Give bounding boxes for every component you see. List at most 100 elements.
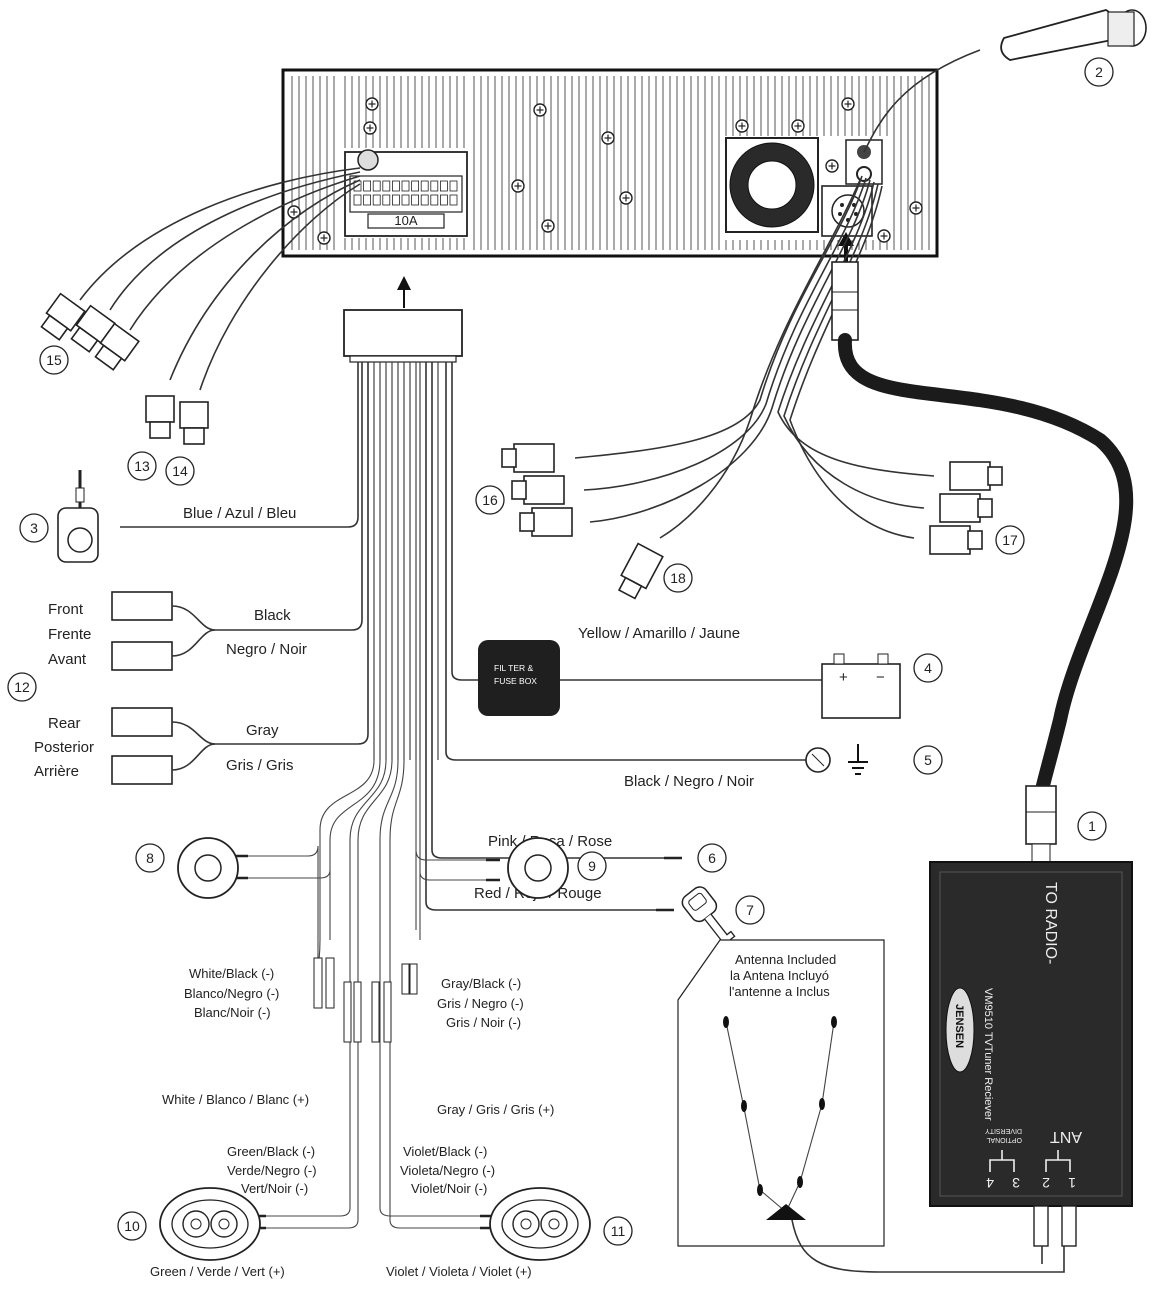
battery-icon: + − bbox=[821, 653, 901, 719]
violet-neg-line3: Violet/Noir (-) bbox=[411, 1181, 487, 1196]
port-2-label: 2 bbox=[1042, 1175, 1050, 1191]
callout-number-label: 16 bbox=[482, 492, 498, 508]
gris-rear-label: Gris / Gris bbox=[226, 757, 294, 774]
speaker-rear-right bbox=[489, 1187, 591, 1261]
screw-icon bbox=[735, 119, 749, 133]
ant-label: ANT bbox=[1050, 1128, 1082, 1145]
callout-4: 4 bbox=[913, 653, 943, 683]
gray-neg-line2: Gris / Negro (-) bbox=[437, 996, 524, 1011]
callout-number-label: 10 bbox=[124, 1218, 140, 1234]
callout-14: 14 bbox=[165, 456, 195, 486]
rear-label-es: Posterior bbox=[34, 739, 94, 756]
screw-icon bbox=[841, 97, 855, 111]
to-radio-label: TO RADIO- bbox=[1042, 882, 1059, 964]
rear-label-en: Rear bbox=[48, 715, 81, 732]
callout-16: 16 bbox=[475, 485, 505, 515]
callout-18: 18 bbox=[663, 563, 693, 593]
callout-number-label: 18 bbox=[670, 570, 686, 586]
screw-icon bbox=[825, 159, 839, 173]
callout-7: 7 bbox=[735, 895, 765, 925]
violet-neg-line2: Violeta/Negro (-) bbox=[400, 1163, 495, 1178]
speaker-front-left bbox=[177, 837, 239, 899]
antenna-note-line3: l'antenne a Inclus bbox=[729, 984, 830, 999]
green-neg-line1: Green/Black (-) bbox=[227, 1144, 315, 1159]
callout-number-label: 12 bbox=[14, 679, 30, 695]
screw-icon bbox=[363, 121, 377, 135]
model-label: VM9510 TVTuner Reciever bbox=[982, 988, 994, 1121]
white-neg-line2: Blanco/Negro (-) bbox=[184, 986, 279, 1001]
green-neg-line2: Verde/Negro (-) bbox=[227, 1163, 317, 1178]
yellow-wire-label: Yellow / Amarillo / Jaune bbox=[578, 625, 740, 642]
antenna-note-line1: Antenna Included bbox=[735, 952, 836, 967]
green-pos-label: Green / Verde / Vert (+) bbox=[150, 1264, 285, 1279]
screw-icon bbox=[601, 131, 615, 145]
violet-neg-line1: Violet/Black (-) bbox=[403, 1144, 487, 1159]
ground-terminal-icon bbox=[805, 744, 868, 775]
callout-8: 8 bbox=[135, 843, 165, 873]
fuse-rating-label: 10A bbox=[394, 213, 417, 228]
connection-arrows bbox=[397, 232, 854, 308]
callout-12: 12 bbox=[7, 672, 37, 702]
callout-11: 11 bbox=[603, 1216, 633, 1246]
callout-number-label: 9 bbox=[588, 858, 596, 874]
port-4-label: 4 bbox=[986, 1175, 994, 1191]
screw-icon bbox=[365, 97, 379, 111]
callout-15: 15 bbox=[39, 345, 69, 375]
port-1-label: 1 bbox=[1068, 1175, 1076, 1191]
screw-icon bbox=[791, 119, 805, 133]
diversity-label-1: OPTIONAL bbox=[986, 1136, 1022, 1143]
screw-icon bbox=[909, 201, 923, 215]
front-label-es: Frente bbox=[48, 626, 91, 643]
callout-17: 17 bbox=[995, 525, 1025, 555]
callout-number-label: 7 bbox=[746, 902, 754, 918]
rear-label-fr: Arrière bbox=[34, 763, 79, 780]
antenna-note-line2: la Antena Incluyó bbox=[730, 968, 829, 983]
white-pos-label: White / Blanco / Blanc (+) bbox=[162, 1092, 309, 1107]
callout-9: 9 bbox=[577, 851, 607, 881]
svg-text:+: + bbox=[839, 669, 848, 686]
callout-2: 2 bbox=[1084, 57, 1114, 87]
screw-icon bbox=[619, 191, 633, 205]
callout-number-label: 11 bbox=[611, 1223, 626, 1239]
green-neg-line3: Vert/Noir (-) bbox=[241, 1181, 308, 1196]
rear-rca-connectors bbox=[111, 362, 369, 785]
callout-number-label: 1 bbox=[1088, 818, 1096, 834]
filter-box-label-2: FUSE BOX bbox=[494, 676, 537, 686]
violet-pos-label: Violet / Violeta / Violet (+) bbox=[386, 1264, 532, 1279]
front-label-fr: Avant bbox=[48, 651, 87, 668]
callout-number-label: 2 bbox=[1095, 64, 1103, 80]
black-front-label: Black bbox=[254, 607, 291, 624]
power-antenna-icon bbox=[57, 470, 99, 563]
radio-antenna-plug bbox=[863, 9, 1147, 153]
tv-tuner-box: TO RADIO- JENSEN VM9510 TVTuner Reciever… bbox=[929, 861, 1133, 1247]
callout-number-label: 17 bbox=[1002, 532, 1018, 548]
screw-icon bbox=[541, 219, 555, 233]
screw-icon bbox=[287, 205, 301, 219]
negro-noir-front-label: Negro / Noir bbox=[226, 641, 307, 658]
front-label-en: Front bbox=[48, 601, 84, 618]
gray-rear-label: Gray bbox=[246, 722, 279, 739]
gray-neg-line3: Gris / Noir (-) bbox=[446, 1015, 521, 1030]
callout-1: 1 bbox=[1077, 811, 1107, 841]
filter-fuse-box: FIL TER & FUSE BOX bbox=[478, 640, 560, 716]
callout-5: 5 bbox=[913, 745, 943, 775]
port-3-label: 3 bbox=[1012, 1175, 1020, 1191]
callout-number-label: 15 bbox=[46, 352, 62, 368]
callout-number-label: 6 bbox=[708, 850, 716, 866]
harness-wires bbox=[373, 362, 439, 760]
screw-icon bbox=[511, 179, 525, 193]
svg-text:−: − bbox=[876, 669, 885, 686]
callout-3: 3 bbox=[19, 513, 49, 543]
callout-number-label: 5 bbox=[924, 752, 932, 768]
white-neg-line3: Blanc/Noir (-) bbox=[194, 1005, 271, 1020]
callout-number-label: 13 bbox=[134, 458, 150, 474]
front-rca-connectors bbox=[111, 362, 363, 671]
screw-icon bbox=[877, 229, 891, 243]
antenna-included-panel: Antenna Included la Antena Incluyó l'ant… bbox=[677, 939, 1065, 1273]
callout-number-label: 14 bbox=[172, 463, 188, 479]
blue-wire-label: Blue / Azul / Bleu bbox=[183, 505, 296, 522]
rca-cables-15-13-14 bbox=[40, 167, 361, 445]
gray-pos-label: Gray / Gris / Gris (+) bbox=[437, 1102, 554, 1117]
